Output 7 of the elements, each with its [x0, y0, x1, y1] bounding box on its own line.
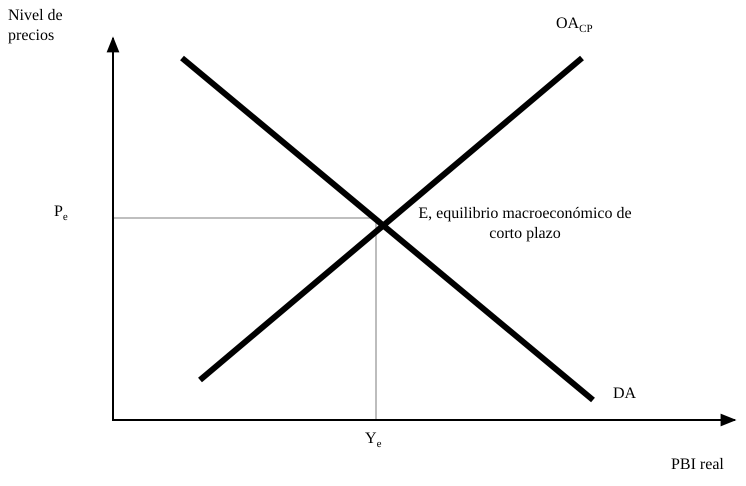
curve-label: OA$_{CP}$ — [556, 14, 594, 37]
curve-label: DA — [613, 384, 638, 404]
axis-value-label: P$_{e}$ — [54, 202, 69, 225]
equilibrium-label: E, equilibrio macroeconómico de corto plazo — [417, 204, 633, 244]
axis-value-label: Y$_{e}$ — [365, 429, 382, 452]
axis-title: PBI real — [671, 455, 725, 475]
axis-title: Nivel de precios — [8, 6, 64, 46]
